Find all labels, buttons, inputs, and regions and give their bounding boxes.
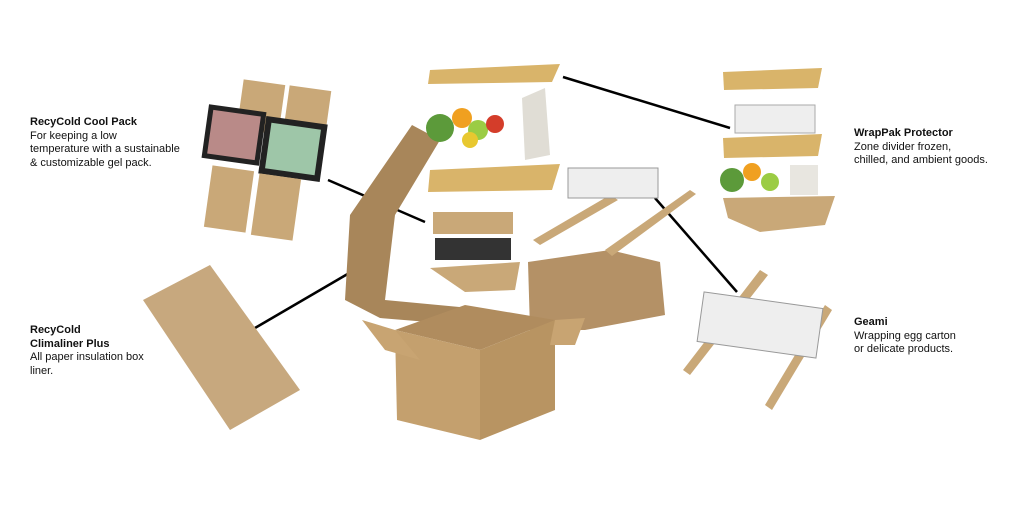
label-desc: liner. — [30, 364, 54, 377]
label-desc: Zone divider frozen, — [854, 140, 952, 153]
label-wrappak: WrapPak Protector Zone divider frozen, c… — [854, 127, 988, 168]
box-liner-image — [345, 125, 665, 330]
geami-image — [683, 270, 832, 410]
connector-wrappak — [562, 75, 731, 130]
label-desc: temperature with a sustainable — [30, 143, 180, 155]
label-desc: For keeping a low — [30, 129, 117, 142]
cool-pack-image — [201, 79, 332, 241]
center-stack-image — [426, 64, 696, 292]
label-title: Geami — [854, 316, 888, 328]
cardboard-box-image — [362, 305, 585, 440]
label-desc: Wrapping egg carton — [854, 329, 956, 342]
label-desc: & customizable gel pack. — [30, 156, 152, 169]
label-climaliner: RecyCold Climaliner Plus All paper insul… — [30, 324, 144, 378]
label-geami: Geami Wrapping egg carton or delicate pr… — [854, 316, 956, 357]
label-desc: All paper insulation box — [30, 351, 144, 363]
label-title: Climaliner Plus — [30, 337, 110, 350]
wrappak-image — [720, 68, 835, 232]
label-title: RecyCold Cool Pack — [30, 116, 137, 128]
label-title: RecyCold — [30, 324, 81, 336]
label-desc: chilled, and ambient goods. — [854, 154, 988, 166]
climaliner-image — [143, 265, 300, 430]
label-cool-pack: RecyCold Cool Pack For keeping a low tem… — [30, 116, 180, 170]
label-desc: or delicate products. — [854, 343, 954, 355]
label-title: WrapPak Protector — [854, 127, 953, 139]
